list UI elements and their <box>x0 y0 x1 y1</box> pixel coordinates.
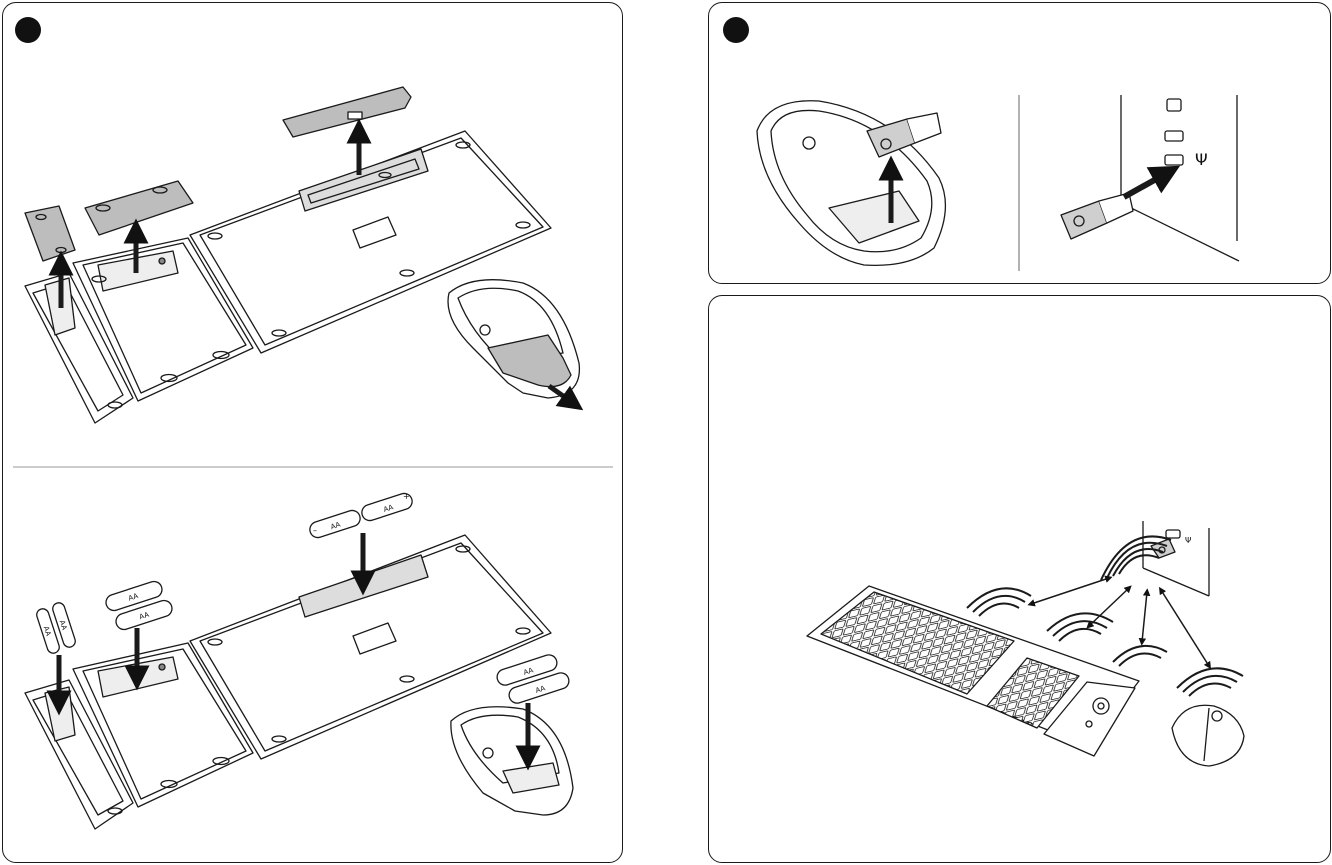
signal-waves-remote <box>1113 646 1167 666</box>
step-2-panel: Ψ <box>708 2 1331 284</box>
computer-with-receiver <box>1143 521 1209 596</box>
signal-waves-mouse <box>1177 668 1243 696</box>
plus-sign: + <box>403 492 410 501</box>
usb-icon: Ψ <box>1195 150 1208 169</box>
battery-pair-mouse <box>495 653 571 705</box>
remote-battery-cover <box>25 206 75 261</box>
step-3-panel: Ψ <box>708 295 1331 863</box>
signal-waves-keyboard <box>967 588 1031 616</box>
wireless-connection-illustration: Ψ <box>709 296 1332 864</box>
mouse-top <box>448 280 579 398</box>
mouse-bottom <box>451 707 573 815</box>
usb-icon-small: Ψ <box>1185 536 1191 545</box>
computer-usb-ports <box>1121 95 1239 261</box>
signal-waves-keypad <box>1047 613 1113 641</box>
battery-pair-keypad <box>104 579 174 631</box>
battery-pair-keyboard <box>308 491 414 539</box>
battery-install-illustration: AA AA AA AA AA AA AA AA + – <box>3 3 624 864</box>
step-1-panel: AA AA AA AA AA AA AA AA + – <box>2 2 623 863</box>
minus-sign: – <box>313 526 317 535</box>
battery-pair-remote <box>35 601 77 654</box>
keypad-battery-cover <box>85 181 193 235</box>
wireless-mouse <box>1172 705 1244 766</box>
receiver-install-illustration: Ψ <box>709 3 1332 285</box>
keyboard-battery-cover <box>283 87 411 137</box>
usb-receiver-plugging <box>1061 193 1133 239</box>
